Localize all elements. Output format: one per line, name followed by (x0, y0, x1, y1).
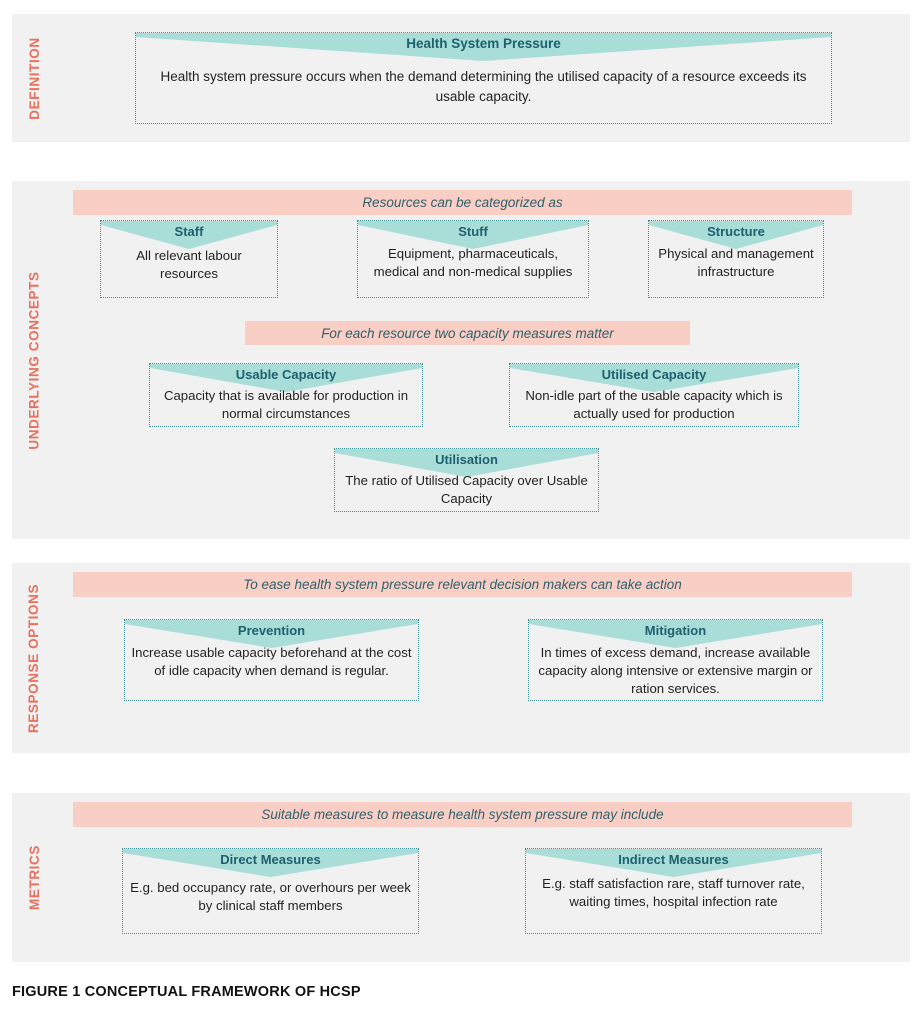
band-text: Resources can be categorized as (362, 195, 563, 210)
box-indirect-measures: Indirect Measures E.g. staff satisfactio… (525, 848, 822, 934)
band-take-action: To ease health system pressure relevant … (73, 572, 852, 597)
band-capacity-measures: For each resource two capacity measures … (245, 321, 690, 345)
box-title: Health System Pressure (406, 36, 561, 51)
box-title: Usable Capacity (235, 367, 337, 382)
box-mitigation: Mitigation In times of excess demand, in… (528, 619, 823, 701)
section-label-response-options: RESPONSE OPTIONS (12, 563, 56, 753)
box-body: Increase usable capacity beforehand at t… (131, 645, 412, 678)
box-body: Physical and management infrastructure (658, 246, 814, 279)
section-metrics: METRICS Suitable measures to measure hea… (12, 793, 910, 962)
section-label-metrics-text: METRICS (26, 845, 42, 910)
box-utilised-capacity: Utilised Capacity Non-idle part of the u… (509, 363, 799, 427)
box-title: Indirect Measures (618, 852, 729, 867)
section-label-definition: DEFINITION (12, 14, 56, 142)
band-text: Suitable measures to measure health syst… (261, 807, 664, 822)
section-label-underlying-concepts-text: UNDERLYING CONCEPTS (26, 270, 42, 450)
box-health-system-pressure: Health System Pressure Health system pre… (135, 32, 832, 124)
box-body: E.g. staff satisfaction rare, staff turn… (542, 876, 805, 909)
box-body: Equipment, pharmaceuticals, medical and … (373, 246, 573, 279)
section-label-definition-text: DEFINITION (26, 36, 42, 120)
section-response-options: RESPONSE OPTIONS To ease health system p… (12, 563, 910, 753)
box-staff: Staff All relevant labour resources (100, 220, 278, 298)
section-definition: DEFINITION Health System Pressure Health… (12, 14, 910, 142)
band-suitable-measures: Suitable measures to measure health syst… (73, 802, 852, 827)
box-title: Stuff (458, 224, 488, 239)
box-body: In times of excess demand, increase avai… (538, 645, 813, 696)
box-stuff: Stuff Equipment, pharmaceuticals, medica… (357, 220, 589, 298)
box-title: Direct Measures (220, 852, 321, 867)
section-label-response-options-text: RESPONSE OPTIONS (26, 583, 42, 733)
box-title: Utilised Capacity (601, 367, 707, 382)
box-title: Mitigation (644, 623, 707, 638)
box-direct-measures: Direct Measures E.g. bed occupancy rate,… (122, 848, 419, 934)
band-text: To ease health system pressure relevant … (243, 577, 682, 592)
box-title: Structure (707, 224, 765, 239)
section-label-metrics: METRICS (12, 793, 56, 962)
section-underlying-concepts: UNDERLYING CONCEPTS Resources can be cat… (12, 181, 910, 539)
box-title: Prevention (237, 623, 306, 638)
box-body: Non-idle part of the usable capacity whi… (525, 388, 783, 421)
box-body: E.g. bed occupancy rate, or overhours pe… (130, 880, 411, 913)
section-label-underlying-concepts: UNDERLYING CONCEPTS (12, 181, 56, 539)
box-body: Health system pressure occurs when the d… (160, 69, 807, 104)
box-structure: Structure Physical and management infras… (648, 220, 824, 298)
box-utilisation: Utilisation The ratio of Utilised Capaci… (334, 448, 599, 512)
box-body: The ratio of Utilised Capacity over Usab… (345, 473, 588, 506)
box-usable-capacity: Usable Capacity Capacity that is availab… (149, 363, 423, 427)
figure-caption: FIGURE 1 CONCEPTUAL FRAMEWORK OF HCSP (12, 984, 361, 1000)
box-title: Utilisation (435, 452, 498, 467)
box-title: Staff (174, 224, 204, 239)
band-resources-categorized: Resources can be categorized as (73, 190, 852, 215)
box-body: All relevant labour resources (136, 248, 242, 281)
box-body: Capacity that is available for productio… (163, 388, 409, 421)
box-prevention: Prevention Increase usable capacity befo… (124, 619, 419, 701)
band-text: For each resource two capacity measures … (321, 325, 614, 341)
